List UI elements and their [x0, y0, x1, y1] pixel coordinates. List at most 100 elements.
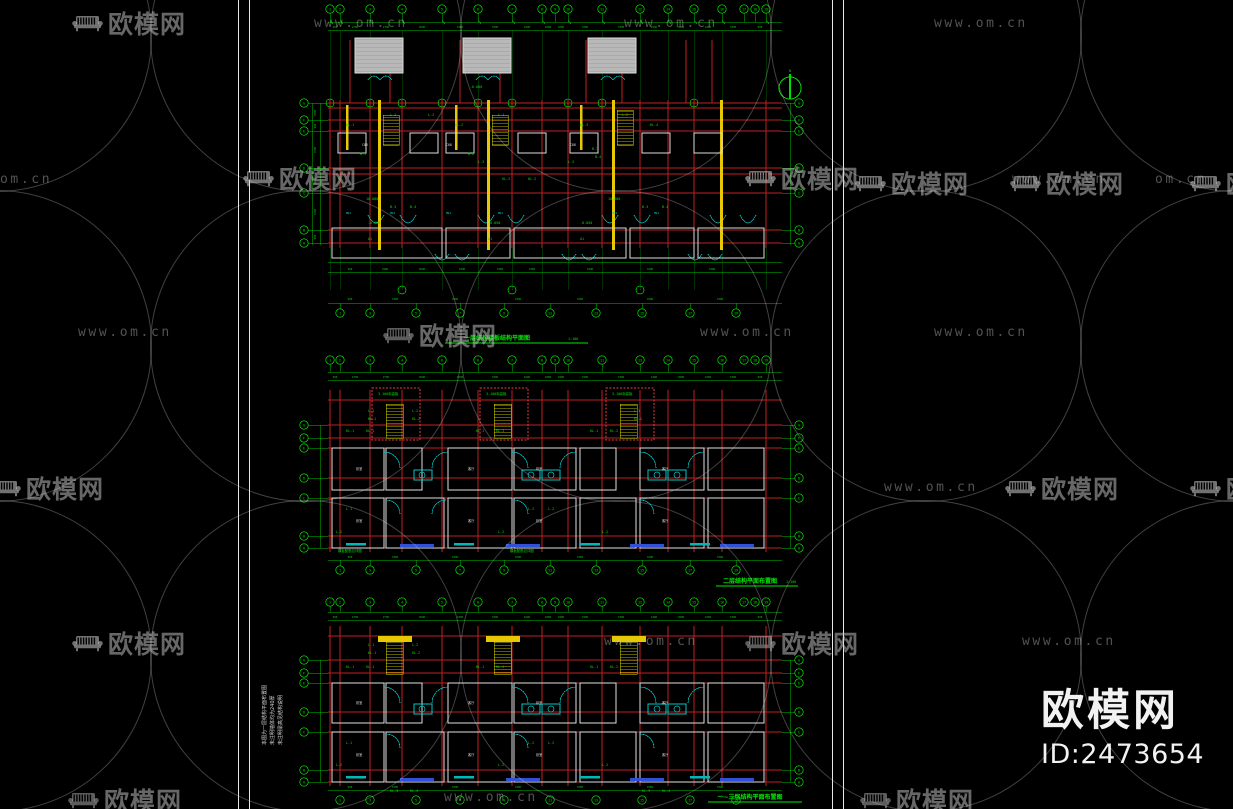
svg-text:客厅: 客厅 — [662, 700, 669, 705]
svg-text:3300: 3300 — [618, 25, 625, 29]
svg-text:B: B — [798, 535, 800, 539]
svg-text:KL-1: KL-1 — [476, 665, 484, 669]
svg-text:3300: 3300 — [515, 297, 522, 301]
svg-text:8: 8 — [541, 359, 543, 363]
svg-text:10.600: 10.600 — [366, 197, 378, 201]
svg-text:C: C — [798, 192, 800, 196]
svg-text:MQ1: MQ1 — [654, 211, 659, 215]
svg-text:1800: 1800 — [558, 25, 565, 29]
svg-text:3600: 3600 — [419, 25, 426, 29]
svg-text:17: 17 — [688, 312, 692, 316]
svg-text:KL-2: KL-2 — [412, 651, 420, 655]
svg-text:2400: 2400 — [524, 375, 531, 379]
watermark-url-short: om.cn — [1155, 172, 1208, 187]
plan-bottom-fixtures — [383, 686, 705, 749]
svg-text:客厅: 客厅 — [662, 466, 669, 471]
watermark-logo: 欧模网 — [1190, 470, 1233, 506]
svg-text:11: 11 — [548, 569, 552, 573]
svg-text:F: F — [303, 672, 305, 676]
svg-text:900: 900 — [348, 267, 353, 271]
svg-text:3000: 3000 — [678, 615, 685, 619]
svg-text:3300: 3300 — [452, 297, 459, 301]
svg-text:2700: 2700 — [352, 375, 359, 379]
svg-text:900: 900 — [348, 785, 353, 789]
svg-text:6: 6 — [477, 601, 479, 605]
svg-text:卧室: 卧室 — [536, 466, 542, 471]
watermark-url: www.om.cn — [934, 16, 1028, 31]
svg-text:E: E — [303, 682, 305, 686]
svg-text:KL-4: KL-4 — [650, 123, 658, 127]
svg-text:17: 17 — [688, 799, 692, 803]
plan-top-grid-axis-right: GF ED CB A — [766, 98, 804, 248]
plan-middle-text-labels: L-1 KL-1 L-2 KL-2 KL-1 KL-1 KL-1 KL-1 KL… — [336, 409, 669, 553]
svg-text:KL-1: KL-1 — [346, 429, 354, 433]
svg-text:KL-3: KL-3 — [642, 789, 650, 793]
svg-text:1: 1 — [329, 601, 331, 605]
svg-text:10: 10 — [566, 8, 570, 12]
svg-text:2: 2 — [339, 359, 341, 363]
svg-text:4: 4 — [401, 601, 403, 605]
watermark-logo-text: 欧模网 — [104, 787, 183, 809]
sofa-icon — [1190, 175, 1221, 191]
plan-bottom-text-labels: L-1 KL-1 L-2 KL-2 KL-1 KL-1 KL-1 KL-1 KL… — [336, 643, 670, 793]
plan-middle-grid-axis-left: GF ED CB A — [299, 420, 330, 553]
svg-text:900: 900 — [313, 123, 317, 128]
sofa-icon — [1010, 175, 1041, 191]
svg-text:1800: 1800 — [558, 615, 565, 619]
plan-top-fixtures — [367, 75, 757, 261]
svg-text:900: 900 — [313, 234, 317, 239]
plan-middle-scale: 1:100 — [786, 580, 796, 584]
svg-text:D: D — [303, 711, 305, 715]
svg-text:D: D — [303, 167, 305, 171]
plan-bottom-grid-axis-right: GF ED CB A — [766, 655, 804, 787]
svg-text:9: 9 — [503, 312, 505, 316]
svg-text:2: 2 — [339, 601, 341, 605]
svg-text:L-2: L-2 — [498, 530, 504, 534]
svg-text:12: 12 — [638, 601, 642, 605]
svg-text:1800: 1800 — [545, 615, 552, 619]
watermark-brand-title: 欧模网 — [1041, 686, 1179, 736]
svg-text:L-1: L-1 — [346, 741, 352, 745]
svg-text:C: C — [303, 497, 305, 501]
svg-text:-0.050: -0.050 — [368, 221, 380, 225]
svg-text:B-3: B-3 — [390, 205, 396, 209]
sheet-left-note-1: 本图为一层结构平面布置图 — [262, 684, 268, 745]
svg-text:D: D — [303, 477, 305, 481]
svg-text:18: 18 — [753, 8, 757, 12]
svg-text:E: E — [303, 130, 305, 134]
svg-text:7: 7 — [511, 359, 513, 363]
svg-text:L-2: L-2 — [548, 507, 554, 511]
svg-text:L-2: L-2 — [336, 530, 342, 534]
svg-text:19: 19 — [734, 799, 738, 803]
svg-text:3300: 3300 — [647, 297, 654, 301]
svg-text:C08: C08 — [446, 143, 452, 147]
svg-text:KL-1: KL-1 — [346, 123, 354, 127]
svg-text:KL-1: KL-1 — [368, 417, 376, 421]
svg-text:客厅: 客厅 — [468, 700, 475, 705]
svg-text:3300: 3300 — [313, 208, 317, 215]
svg-text:3: 3 — [369, 312, 371, 316]
svg-text:9: 9 — [554, 359, 556, 363]
svg-text:KL-1: KL-1 — [496, 429, 504, 433]
svg-text:B: B — [303, 769, 305, 773]
svg-text:3300: 3300 — [717, 785, 724, 789]
svg-text:15: 15 — [692, 601, 696, 605]
svg-text:7: 7 — [459, 569, 461, 573]
svg-text:900: 900 — [333, 25, 338, 29]
svg-text:L-1: L-1 — [346, 507, 352, 511]
svg-text:8: 8 — [541, 601, 543, 605]
svg-text:A: A — [798, 242, 800, 246]
svg-text:B: B — [303, 229, 305, 233]
svg-text:3600: 3600 — [419, 375, 426, 379]
svg-text:3300: 3300 — [492, 375, 499, 379]
svg-text:3300: 3300 — [647, 785, 654, 789]
watermark-logo-text: 欧模网 — [1226, 470, 1233, 506]
plan-top-title: 一层结构楼板结构平面图 — [464, 334, 530, 342]
watermark-circle — [0, 0, 152, 192]
svg-text:1: 1 — [339, 799, 341, 803]
